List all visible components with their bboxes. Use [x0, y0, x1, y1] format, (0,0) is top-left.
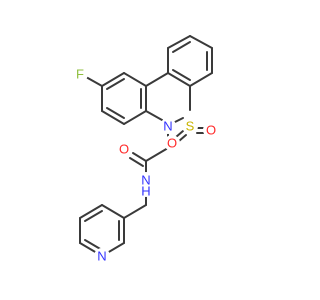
bond — [145, 147, 169, 162]
atom-background — [138, 172, 154, 188]
bond — [85, 76, 103, 87]
sulfonyl-oxygen-atom-label: O — [206, 123, 216, 138]
bond — [129, 157, 144, 167]
bond — [167, 35, 191, 49]
bond — [79, 204, 103, 219]
atom-background — [94, 248, 110, 264]
sulfonyl-oxygen-atom-label: O — [167, 136, 177, 151]
bond — [132, 152, 147, 162]
atom-background — [182, 118, 198, 134]
bond — [101, 72, 125, 87]
bond — [123, 204, 147, 219]
atom-labels: F N S O O O N H N — [72, 66, 219, 264]
bond — [106, 78, 125, 90]
atom-background — [140, 185, 152, 197]
bond — [106, 107, 125, 119]
carbonyl-oxygen-atom-label: O — [119, 142, 129, 157]
chemical-structure-diagram: F N S O O O N H N — [72, 35, 219, 264]
bond — [189, 72, 213, 87]
bond — [172, 69, 191, 81]
pyridine-nitrogen-atom-label: N — [97, 249, 106, 264]
bond — [178, 134, 187, 142]
atom-background — [72, 66, 88, 82]
ring-nitrogen-atom-label: N — [163, 119, 172, 134]
amide-nitrogen-atom-label: N — [141, 173, 150, 188]
bond — [123, 110, 147, 125]
fluorine-atom-label: F — [76, 67, 84, 82]
bond — [84, 239, 103, 251]
bond — [101, 204, 125, 219]
bond — [123, 72, 147, 87]
bond — [175, 130, 184, 138]
atom-background — [160, 118, 176, 134]
bond — [101, 110, 125, 125]
bond — [145, 110, 163, 121]
bonds — [79, 35, 213, 257]
bond — [145, 72, 169, 87]
bond — [84, 210, 103, 222]
bond — [174, 117, 184, 123]
atom-background — [116, 141, 132, 157]
bond — [189, 35, 213, 49]
bond — [167, 72, 191, 87]
sulfur-atom-label: S — [186, 119, 195, 134]
atom-background — [203, 122, 219, 138]
amide-hydrogen-atom-label: H — [141, 184, 150, 199]
atom-background — [164, 135, 180, 151]
bond — [172, 41, 191, 53]
